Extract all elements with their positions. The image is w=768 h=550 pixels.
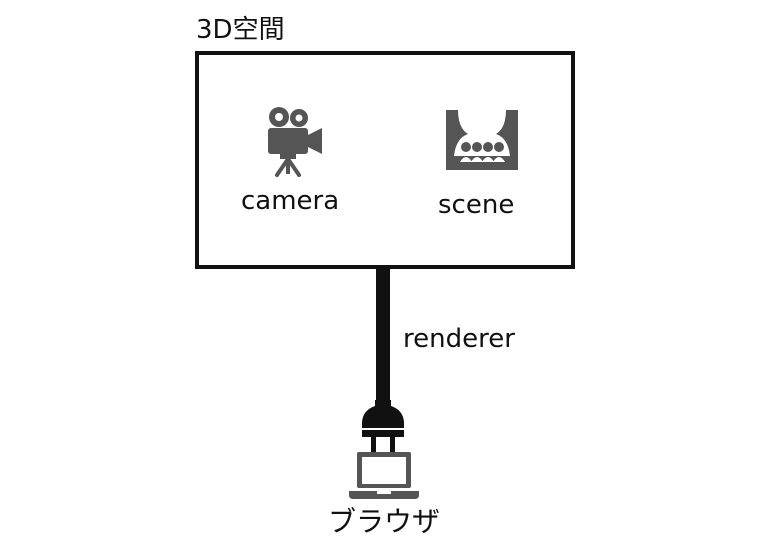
browser-label: ブラウザ: [328, 505, 441, 538]
space-title: 3D空間: [196, 15, 285, 45]
theater-audience-icon: [446, 110, 518, 170]
movie-camera-icon: [268, 107, 322, 177]
scene-label: scene: [438, 190, 515, 220]
renderer-cable: [376, 265, 390, 409]
renderer-label: renderer: [403, 324, 515, 354]
laptop-icon: [349, 452, 419, 499]
camera-label: camera: [241, 186, 340, 216]
power-plug-icon: [362, 400, 404, 453]
